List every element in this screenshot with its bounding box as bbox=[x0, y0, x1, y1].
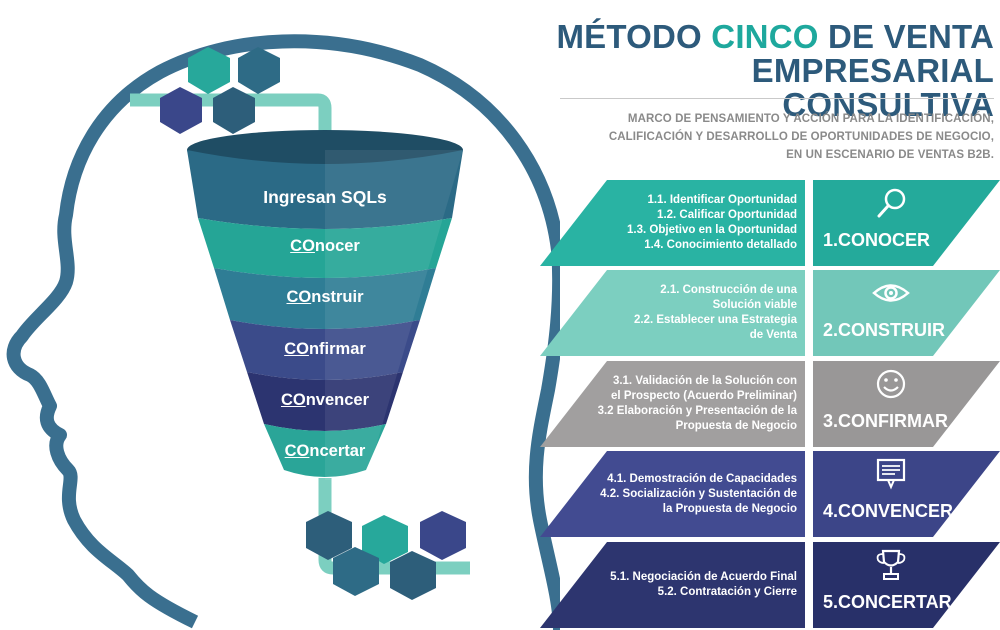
presentation-board-icon bbox=[876, 458, 906, 490]
stage-concertar: 5.1. Negociación de Acuerdo Final 5.2. C… bbox=[540, 542, 1000, 628]
stage-description-line: 5.2. Contratación y Cierre bbox=[657, 586, 797, 598]
stage-description-line: 1.4. Conocimiento detallado bbox=[644, 239, 797, 251]
bottom-cube-cluster bbox=[306, 511, 466, 600]
funnel-level-confirmar: COnfirmar bbox=[225, 340, 425, 359]
funnel-level-rest: nvencer bbox=[305, 391, 370, 409]
stage-description-line: 2.2. Establecer una Estrategia bbox=[634, 314, 797, 326]
subtitle-line: MARCO DE PENSAMIENTO Y ACCIÓN PARA LA ID… bbox=[627, 113, 994, 125]
stage-description-line: 4.2. Socialización y Sustentación de bbox=[600, 487, 797, 500]
stage-tag: 5.CONCERTAR bbox=[813, 542, 1000, 628]
stage-description-line: 2.1. Construcción de una bbox=[660, 284, 797, 296]
stage-description-panel: 2.1. Construcción de una Solución viable… bbox=[540, 270, 805, 356]
stage-description-panel: 5.1. Negociación de Acuerdo Final 5.2. C… bbox=[540, 542, 805, 628]
subtitle-line: CALIFICACIÓN Y DESARROLLO DE OPORTUNIDAD… bbox=[608, 131, 994, 143]
funnel-top-label: Ingresan SQLs bbox=[263, 187, 387, 207]
funnel-level-prefix: CO bbox=[290, 237, 315, 255]
funnel-level-rest: nfirmar bbox=[308, 340, 366, 358]
funnel-level-prefix: CO bbox=[284, 340, 309, 358]
stage-description-line: 3.1. Validación de la Solución con bbox=[612, 375, 797, 387]
stage-description-line: de Venta bbox=[749, 329, 797, 341]
funnel-rim bbox=[187, 130, 463, 170]
funnel-level-convencer: COnvencer bbox=[225, 391, 425, 410]
stage-description-line: 5.1. Negociación de Acuerdo Final bbox=[610, 571, 797, 583]
funnel-level-prefix: CO bbox=[284, 442, 310, 460]
top-cube-cluster bbox=[160, 47, 280, 134]
stage-confirmar: 3.1. Validación de la Solución con el Pr… bbox=[540, 361, 1000, 447]
funnel-level-rest: nocer bbox=[314, 237, 360, 255]
stage-description-panel: 3.1. Validación de la Solución con el Pr… bbox=[540, 361, 805, 447]
top-pipe bbox=[130, 93, 332, 160]
stage-description-line: la Propuesta de Negocio bbox=[662, 502, 797, 515]
funnel-level-prefix: CO bbox=[286, 288, 312, 306]
stage-description-line: 1.3. Objetivo en la Oportunidad bbox=[627, 224, 797, 236]
funnel-level-concertar: COncertar bbox=[225, 442, 425, 461]
stage-tag: 4.CONVENCER bbox=[813, 451, 1000, 537]
stage-tag-label: 5.CONCERTAR bbox=[823, 592, 952, 612]
stage-description-line: Solución viable bbox=[712, 299, 797, 311]
title-line-1: MÉTODO CINCO DE VENTA bbox=[544, 20, 994, 54]
page-title: MÉTODO CINCO DE VENTA EMPRESARIAL CONSUL… bbox=[544, 20, 994, 122]
subtitle: MARCO DE PENSAMIENTO Y ACCIÓN PARA LA ID… bbox=[594, 110, 994, 164]
stage-description-line: 4.1. Demostración de Capacidades bbox=[607, 472, 797, 485]
title-line-1-end: DE VENTA bbox=[818, 18, 994, 55]
trophy-icon bbox=[876, 549, 906, 580]
stage-description-line: Propuesta de Negocio bbox=[675, 420, 797, 432]
funnel-level-rest: nstruir bbox=[311, 288, 364, 306]
title-line-2: EMPRESARIAL CONSULTIVA bbox=[751, 52, 994, 123]
stage-description-line: 1.1. Identificar Oportunidad bbox=[647, 194, 797, 206]
eye-icon bbox=[872, 284, 910, 302]
title-highlight: CINCO bbox=[711, 18, 819, 55]
stage-tag-label: 3.CONFIRMAR bbox=[823, 411, 948, 431]
funnel-level-rest: ncertar bbox=[309, 442, 366, 460]
funnel-level-conocer: COnocer bbox=[225, 237, 425, 256]
smiley-icon bbox=[876, 369, 906, 399]
head-silhouette-illustration bbox=[6, 34, 560, 630]
stage-description-line: 3.2 Elaboración y Presentación de la bbox=[597, 405, 797, 417]
subtitle-line: EN UN ESCENARIO DE VENTAS B2B. bbox=[786, 149, 994, 161]
stage-convencer: 4.1. Demostración de Capacidades 4.2. So… bbox=[540, 451, 1000, 537]
stage-description-line: el Prospecto (Acuerdo Preliminar) bbox=[611, 390, 797, 402]
stage-conocer: 1.1. Identificar Oportunidad 1.2. Califi… bbox=[540, 180, 1000, 266]
stage-description-panel: 4.1. Demostración de Capacidades 4.2. So… bbox=[540, 451, 805, 537]
stage-description-line: 1.2. Calificar Oportunidad bbox=[657, 209, 797, 221]
stage-description-panel: 1.1. Identificar Oportunidad 1.2. Califi… bbox=[540, 180, 805, 266]
title-divider bbox=[560, 98, 994, 99]
funnel-level-prefix: CO bbox=[280, 391, 306, 409]
funnel bbox=[187, 150, 463, 480]
stage-tag-label: 1.CONOCER bbox=[823, 230, 931, 250]
stage-tag-label: 2.CONSTRUIR bbox=[823, 320, 946, 340]
stage-tag: 3.CONFIRMAR bbox=[813, 361, 1000, 447]
stage-tag: 1.CONOCER bbox=[813, 180, 1000, 266]
stage-construir: 2.1. Construcción de una Solución viable… bbox=[540, 270, 1000, 356]
magnifier-icon bbox=[877, 188, 906, 218]
funnel-level-construir: COnstruir bbox=[225, 288, 425, 307]
stage-tag-label: 4.CONVENCER bbox=[823, 501, 954, 521]
title-line-1-start: MÉTODO bbox=[556, 18, 712, 55]
bottom-pipe bbox=[318, 478, 470, 575]
stage-tag: 2.CONSTRUIR bbox=[813, 270, 1000, 356]
